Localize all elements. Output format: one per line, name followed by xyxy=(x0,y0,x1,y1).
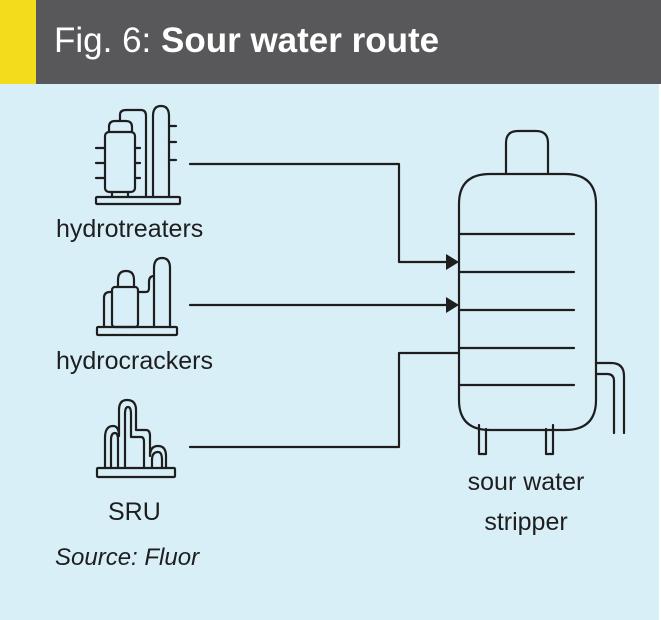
figure-number: Fig. 6: xyxy=(54,21,152,60)
connector-hydrotreaters xyxy=(188,162,459,270)
hydrotreater-icon xyxy=(94,104,182,206)
hydrocracker-icon xyxy=(95,256,179,337)
source-note: Source: Fluor xyxy=(55,544,200,571)
label-sru: SRU xyxy=(108,498,161,526)
sru-icon xyxy=(95,398,177,479)
figure-title: Fig. 6: Sour water route xyxy=(54,19,439,63)
connector-sru xyxy=(188,351,461,449)
figure-header: Fig. 6: Sour water route xyxy=(0,0,661,84)
header-accent-bar xyxy=(0,0,36,84)
label-sour-water-stripper: sour water stripper xyxy=(467,468,585,536)
label-hydrocrackers: hydrocrackers xyxy=(56,347,213,375)
stripper-column-icon xyxy=(457,129,626,456)
figure-title-text: Sour water route xyxy=(161,21,440,60)
arrowhead-hydrotreaters xyxy=(446,254,459,270)
label-hydrotreaters: hydrotreaters xyxy=(56,215,204,243)
arrowhead-hydrocrackers xyxy=(446,297,459,313)
connector-hydrocrackers xyxy=(188,297,459,313)
